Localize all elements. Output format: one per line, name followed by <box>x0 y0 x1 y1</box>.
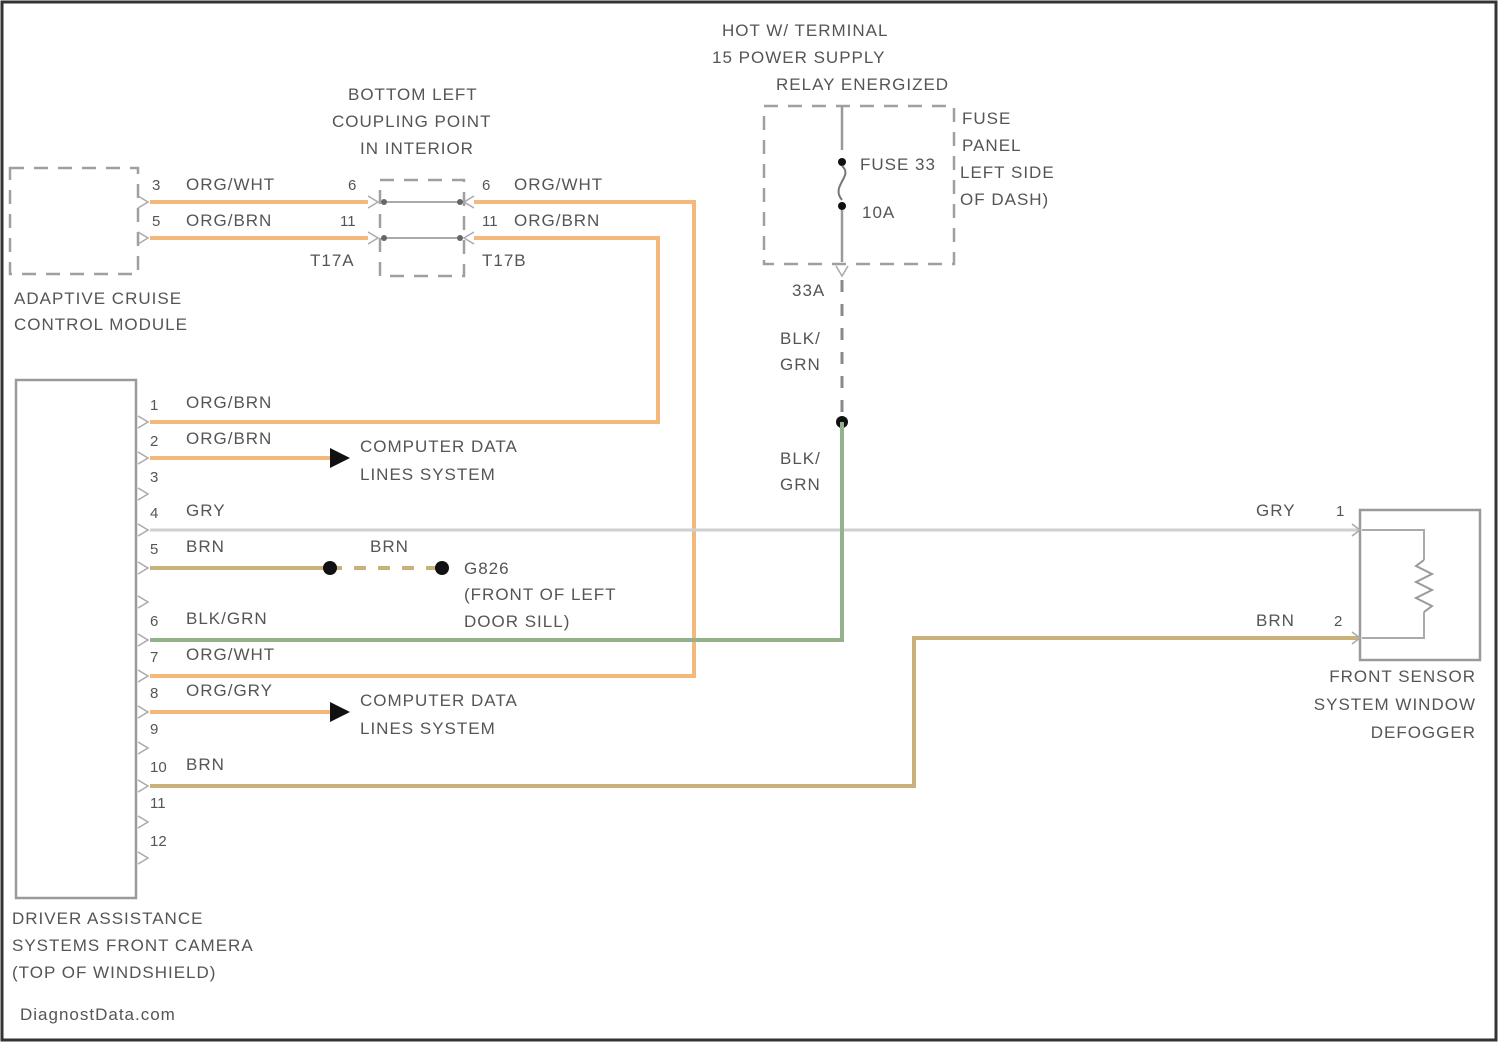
camera-pin-5: 5 <box>150 541 158 558</box>
coupling-connector: T17B <box>482 251 527 270</box>
arrow-data-lines-1 <box>330 448 350 468</box>
fuse-icon <box>839 166 846 200</box>
camera-wire-7: ORG/WHT <box>186 645 275 664</box>
camera-pin-2: 2 <box>150 433 158 450</box>
camera-wire-4: GRY <box>186 501 226 520</box>
coupling-line2: COUPLING POINT <box>332 112 491 131</box>
camera-wire-10: BRN <box>186 755 225 774</box>
power-line1: HOT W/ TERMINAL <box>722 21 888 40</box>
data-lines-1-line2: LINES SYSTEM <box>360 465 496 484</box>
camera-pin-6: 6 <box>150 613 158 630</box>
camera-pin-12: 12 <box>150 833 167 850</box>
camera-pin-10: 10 <box>150 759 167 776</box>
data-lines-2-line1: COMPUTER DATA <box>360 691 518 710</box>
fuse-name: FUSE 33 <box>860 155 936 174</box>
heater-element-icon <box>1416 560 1432 612</box>
camera-wire-8: ORG/GRY <box>186 681 273 700</box>
ground-g826: BRN G826 (FRONT OF LEFT DOOR SILL) <box>370 537 617 631</box>
data-lines-1-line1: COMPUTER DATA <box>360 437 518 456</box>
feed-lower-line1: BLK/ <box>780 449 821 468</box>
coupling-line3: IN INTERIOR <box>360 139 474 158</box>
acc-pin-5: 5 <box>152 213 160 230</box>
coupling-wire-6: ORG/WHT <box>514 175 603 194</box>
camera-pin-9: 9 <box>150 721 158 738</box>
camera-wire-6: BLK/GRN <box>186 609 268 628</box>
acc-wire-3: ORG/WHT <box>186 175 275 194</box>
front-camera: DRIVER ASSISTANCE SYSTEMS FRONT CAMERA (… <box>12 380 275 982</box>
fuse-panel: FUSE 33 10A FUSE PANEL LEFT SIDE OF DASH… <box>764 106 1055 300</box>
defogger-name-line2: SYSTEM WINDOW <box>1314 695 1476 714</box>
camera-name-line1: DRIVER ASSISTANCE <box>12 909 203 928</box>
power-line2: 15 POWER SUPPLY <box>712 48 885 67</box>
defogger-pin-1: 1 <box>1336 503 1344 520</box>
ground-loc-line2: DOOR SILL) <box>464 612 570 631</box>
camera-pin-11: 11 <box>150 795 166 812</box>
coupling-wire-11: ORG/BRN <box>514 211 600 230</box>
power-supply: HOT W/ TERMINAL 15 POWER SUPPLY RELAY EN… <box>712 21 949 94</box>
camera-wire-2: ORG/BRN <box>186 429 272 448</box>
camera-wire-5: BRN <box>186 537 225 556</box>
ground-wire-label: BRN <box>370 537 409 556</box>
data-lines-label-2: COMPUTER DATA LINES SYSTEM <box>360 691 518 738</box>
fuse-node-bottom <box>838 202 846 210</box>
blk-grn-feed: BLK/ GRN BLK/ GRN <box>780 280 848 494</box>
coupling-right-pin-11: 11 <box>482 213 498 230</box>
fuse-panel-line3: LEFT SIDE <box>960 163 1055 182</box>
data-lines-2-line2: LINES SYSTEM <box>360 719 496 738</box>
fuse-rating: 10A <box>862 203 895 222</box>
feed-lower-line2: GRN <box>780 475 821 494</box>
acc-name-line1: ADAPTIVE CRUISE <box>14 289 182 308</box>
ground-splice-dot <box>323 561 337 575</box>
camera-name-line2: SYSTEMS FRONT CAMERA <box>12 936 254 955</box>
coupling-left-pin-11: 11 <box>340 213 356 230</box>
coupling-right-pin-6: 6 <box>482 177 490 194</box>
arrow-data-lines-2 <box>330 702 350 722</box>
defogger-wire-2: BRN <box>1256 611 1295 630</box>
feed-upper-line1: BLK/ <box>780 329 821 348</box>
camera-pin-1: 1 <box>150 397 158 414</box>
acc-pin-3: 3 <box>152 177 160 194</box>
fuse-panel-line1: FUSE <box>962 109 1011 128</box>
ground-icon <box>435 561 449 575</box>
defogger-name-line3: DEFOGGER <box>1371 723 1476 742</box>
ground-loc-line1: (FRONT OF LEFT <box>464 585 617 604</box>
power-line3: RELAY ENERGIZED <box>776 75 949 94</box>
acc-name-line2: CONTROL MODULE <box>14 315 188 334</box>
camera-pin-3: 3 <box>150 469 158 486</box>
camera-pin-4: 4 <box>150 505 158 522</box>
feed-upper-line2: GRN <box>780 355 821 374</box>
camera-pin-7: 7 <box>150 649 158 666</box>
defogger-pin-2: 2 <box>1334 613 1342 630</box>
coupling-left-pin-6: 6 <box>348 177 356 194</box>
data-lines-label-1: COMPUTER DATA LINES SYSTEM <box>360 437 518 484</box>
camera-name-line3: (TOP OF WINDSHIELD) <box>12 963 216 982</box>
fuse-panel-line4: OF DASH) <box>960 190 1049 209</box>
defogger-name-line1: FRONT SENSOR <box>1329 667 1476 686</box>
camera-pin-8: 8 <box>150 685 158 702</box>
acc-wire-5: ORG/BRN <box>186 211 272 230</box>
coupling-point: BOTTOM LEFT COUPLING POINT IN INTERIOR 6… <box>332 85 603 276</box>
camera-wire-1: ORG/BRN <box>186 393 272 412</box>
window-defogger: GRY 1 BRN 2 FRONT SENSOR SYSTEM WINDOW D… <box>1256 501 1480 742</box>
watermark: DiagnostData.com <box>20 1005 176 1024</box>
ground-name: G826 <box>464 559 510 578</box>
fuse-panel-line2: PANEL <box>962 136 1022 155</box>
acc-connector: T17A <box>310 251 355 270</box>
fuse-node-top <box>838 158 846 166</box>
fuse-terminal: 33A <box>792 281 825 300</box>
coupling-line1: BOTTOM LEFT <box>348 85 478 104</box>
adaptive-cruise-module: ADAPTIVE CRUISE CONTROL MODULE 3 ORG/WHT… <box>10 168 355 334</box>
defogger-wire-1: GRY <box>1256 501 1296 520</box>
